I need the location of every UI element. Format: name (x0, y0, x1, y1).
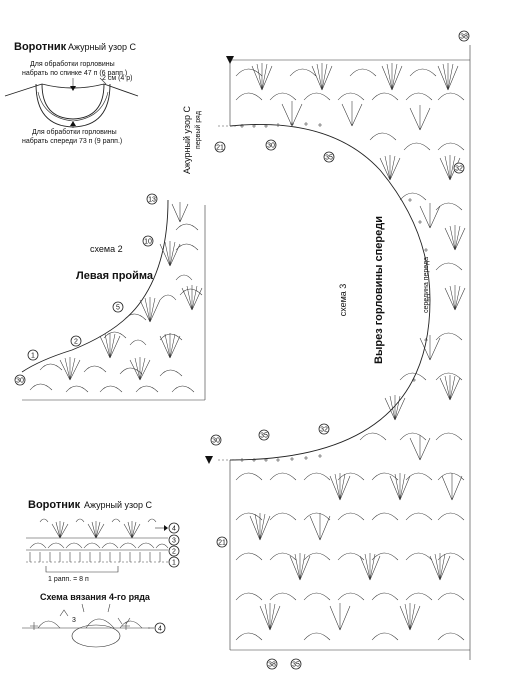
front-neck-curve (41, 83, 105, 120)
collar-band-inner (37, 91, 109, 122)
row-number: 32 (455, 166, 463, 173)
scheme3-row-markers-top: 38 30 35 32 21 (214, 30, 470, 174)
scheme3-fan-motifs (249, 63, 466, 631)
row-number: 3 (172, 538, 176, 545)
row-marker (168, 534, 180, 546)
scheme2-title: Левая пройма (76, 270, 154, 282)
row-marker (266, 658, 278, 670)
scheme3-label: схема 3 (338, 284, 348, 317)
row-number: 30 (267, 143, 275, 150)
row-marker (258, 429, 270, 441)
row-marker (70, 335, 82, 347)
row-number: 38 (460, 34, 468, 41)
scheme3-side-label-line2: первый ряд (194, 111, 202, 149)
row-marker (458, 30, 470, 42)
row-number: 35 (260, 433, 268, 440)
note-front-line2: набрать спереди 73 п (9 рапп.) (22, 137, 122, 145)
scheme3-title: Вырез горловины спереди (373, 216, 385, 364)
row-number: 4 (172, 526, 176, 533)
row-marker (290, 658, 302, 670)
note-front-line1: Для обработки горловины (32, 128, 117, 136)
row-marker (146, 193, 158, 205)
row-number: 32 (320, 427, 328, 434)
row-marker (168, 522, 180, 534)
row-marker (27, 349, 39, 361)
row-marker (14, 374, 26, 386)
neckline-curve (229, 123, 431, 461)
row-number: 1 (31, 353, 35, 360)
row4-title: Схема вязания 4-го ряда (40, 592, 151, 602)
row-marker (453, 162, 465, 174)
row4-loop (71, 624, 121, 648)
row-number: 38 (268, 662, 276, 669)
row-number: 13 (148, 197, 156, 204)
row-number: 35 (292, 662, 300, 669)
row-number: 2 (74, 339, 78, 346)
row-number: 35 (325, 155, 333, 162)
row-number: 21 (218, 540, 226, 547)
repeat-bracket (45, 566, 119, 573)
scheme3-center-label: середина переда (423, 257, 430, 313)
collar2-title-pattern: Ажурный узор С (84, 500, 153, 510)
row-marker (154, 622, 166, 634)
scheme2-left-armhole: схема 2 Левая пройма 13 (14, 193, 206, 401)
scheme3-sc-stitches (240, 122, 430, 462)
row-marker (318, 423, 330, 435)
scheme3-chain-arches (235, 68, 465, 641)
row-number: 21 (216, 145, 224, 152)
row-marker (168, 545, 180, 557)
repeat-label: 1 рапп. = 8 п (48, 576, 89, 583)
scheme2-row-markers: 13 10 5 2 1 30 (14, 193, 158, 386)
row-marker (214, 141, 226, 153)
note-back-line1: Для обработки горловины (30, 60, 115, 68)
row-marker (265, 139, 277, 151)
collar-neckline-sketch: Воротник Ажурный узор С Для обработки го… (4, 41, 139, 145)
note-back-line2: набрать по спинке 47 п (6 рапп.) (22, 69, 127, 77)
shoulder-lines (4, 83, 139, 97)
row-marker (168, 556, 180, 568)
collar2-title-bold: Воротник (28, 499, 81, 511)
row-marker (112, 301, 124, 313)
scheme2-fan-motifs (59, 202, 203, 381)
row-number: 10 (144, 239, 152, 246)
row-number: 2 (172, 549, 176, 556)
scheme3-front-neckline: Ажурный узор С первый ряд схема 3 Вырез … (182, 30, 471, 670)
row-number: 30 (212, 438, 220, 445)
row-number: 4 (158, 626, 162, 633)
row-marker (216, 536, 228, 548)
scheme2-label: схема 2 (90, 244, 123, 254)
row-marker (210, 434, 222, 446)
collar-title-bold: Воротник (14, 41, 67, 53)
row-number: 30 (16, 378, 24, 385)
row-number: 1 (172, 560, 176, 567)
armhole-edge (21, 199, 169, 373)
scheme3-side-label-line1: Ажурный узор С (182, 105, 192, 174)
scheme3-row-markers-bottom: 32 35 30 21 38 35 (210, 423, 330, 670)
row-marker (323, 151, 335, 163)
collar-title-pattern: Ажурный узор С (68, 42, 137, 52)
row-marker (142, 235, 154, 247)
collar-stitch-chart: Воротник Ажурный узор С 4 3 2 1 1 рапп. … (22, 499, 180, 648)
scheme2-chain-arches (29, 223, 203, 393)
note-rows: 2 см (4 р) (102, 75, 133, 82)
row-number: 5 (116, 305, 120, 312)
row4-small-num: 3 (72, 617, 76, 624)
